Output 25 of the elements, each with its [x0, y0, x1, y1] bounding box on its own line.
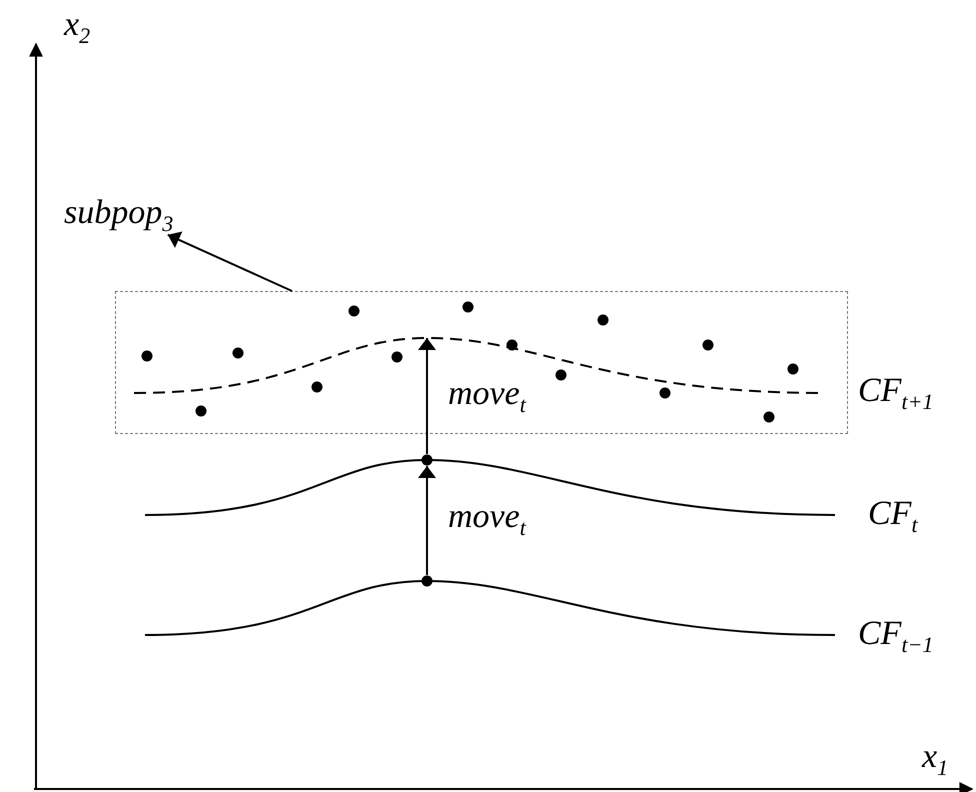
point-marker — [348, 306, 360, 316]
curve-label: CF$_{t+1}$ — [858, 374, 934, 413]
point-marker — [506, 340, 518, 350]
point-marker — [598, 314, 608, 326]
arrow — [421, 466, 433, 575]
node-label: subpop$_{3}$ — [64, 196, 174, 235]
curve-label: CF$_{t}$ — [868, 497, 918, 536]
point-marker — [764, 412, 774, 422]
axis-label: x$_{1}$ — [922, 740, 948, 779]
point-marker — [422, 454, 432, 466]
point-marker — [142, 350, 152, 362]
point-marker — [462, 302, 474, 312]
axis-label: x$_{2}$ — [64, 8, 90, 47]
curve-label: CF$_{t−1}$ — [858, 617, 934, 656]
leader-arrow — [167, 234, 292, 292]
point-marker — [392, 352, 402, 362]
point-marker — [312, 382, 322, 392]
arrow — [421, 338, 433, 454]
point-marker — [196, 406, 206, 416]
point-marker — [422, 576, 432, 586]
point-marker — [660, 388, 670, 398]
point-marker — [556, 370, 566, 380]
point-marker — [788, 364, 798, 374]
point-marker — [232, 348, 244, 358]
point-marker — [702, 340, 714, 350]
